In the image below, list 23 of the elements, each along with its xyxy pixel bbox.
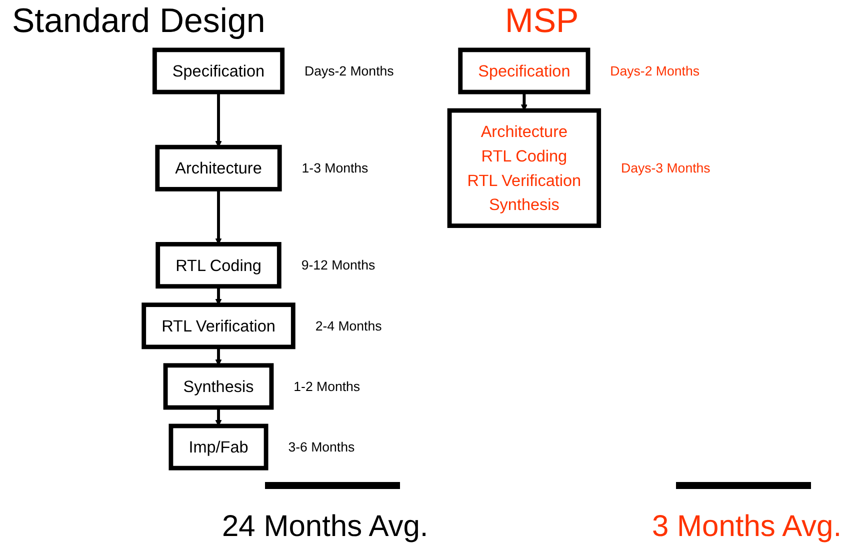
arrow: [215, 92, 222, 148]
duration-text: 1-2 Months: [294, 378, 360, 394]
node-box: Synthesis: [163, 363, 274, 410]
duration-text: Days-2 Months: [304, 63, 394, 78]
arrow: [215, 408, 222, 426]
node-box: RTL Coding: [156, 242, 282, 289]
total-duration: 3 Months Avg.: [652, 510, 842, 544]
duration-text: Days-2 Months: [610, 63, 700, 78]
node-box: Specification: [458, 48, 590, 94]
total-duration: 24 Months Avg.: [222, 510, 428, 544]
duration-text: Days-3 Months: [621, 160, 710, 176]
arrow: [520, 92, 528, 111]
duration-text: 3-6 Months: [288, 439, 355, 454]
node-box: RTL Verification: [142, 302, 296, 350]
node-box: Imp/Fab: [168, 424, 268, 470]
duration-text: 2-4 Months: [315, 318, 382, 334]
column-heading: Standard Design: [12, 2, 266, 41]
node-box: Specification: [152, 48, 285, 94]
column-heading: MSP: [505, 2, 579, 41]
node-box: Architecture RTL Coding RTL Verification Synthesis: [447, 108, 602, 228]
duration-text: 1-3 Months: [302, 160, 368, 176]
node-box: Architecture: [155, 144, 282, 192]
duration-text: 9-12 Months: [301, 258, 376, 273]
